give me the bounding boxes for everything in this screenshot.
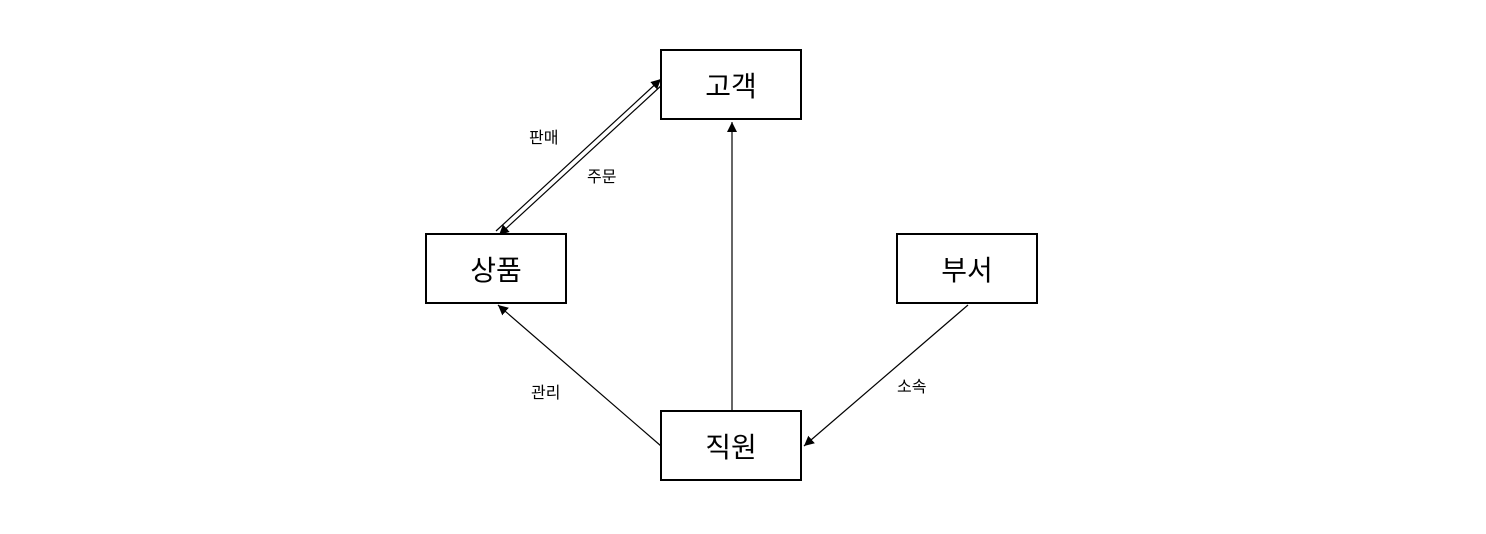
employee-entity-label: 직원	[705, 430, 757, 464]
manage-label: 관리	[531, 383, 561, 402]
sell-label: 판매	[529, 128, 559, 147]
belong-connector	[803, 304, 969, 447]
customer-entity: 고객	[660, 49, 802, 120]
department-entity-label: 부서	[941, 253, 993, 287]
product-entity-label: 상품	[470, 253, 522, 287]
employee-entity: 직원	[660, 410, 802, 481]
order-connector	[498, 83, 664, 236]
department-entity: 부서	[896, 233, 1038, 304]
product-entity: 상품	[425, 233, 567, 304]
belong-label: 소속	[897, 377, 927, 396]
sell-connector	[495, 78, 662, 232]
customer-entity-label: 고객	[705, 69, 757, 103]
manage-connector	[497, 304, 662, 447]
order-label: 주문	[587, 167, 617, 186]
